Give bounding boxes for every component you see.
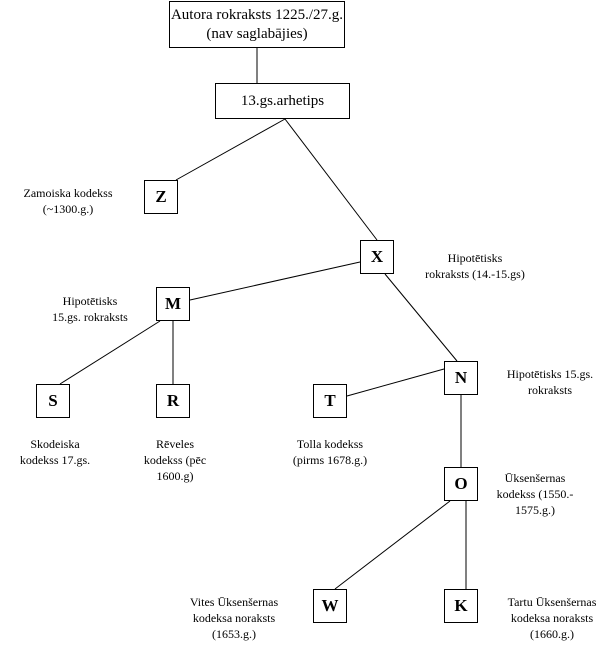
label-z-line-1: Zamoiska kodekss (23, 186, 113, 200)
label-n-line-1: Hipotētisks 15.gs. (506, 367, 594, 381)
label-o-line-3: 1575.g.) (515, 503, 555, 517)
root-line-2: (nav saglabājies) (206, 25, 308, 42)
label-w-line-3: (1653.g.) (212, 627, 256, 641)
label-s-line-1: Skodeiska (30, 437, 80, 451)
edge-archetype-z (175, 118, 286, 181)
label-k-line-3: (1660.g.) (530, 627, 574, 641)
label-m-line-2: 15.gs. rokraksts (52, 310, 128, 324)
label-r: Rēveles kodekss (pēc 1600.g) (130, 436, 220, 484)
label-t-line-1: Tolla kodekss (296, 437, 364, 451)
node-m: M (156, 287, 190, 321)
label-n-line-2: rokraksts (528, 383, 572, 397)
edge-x-n (384, 273, 458, 362)
node-root-autograph: Autora rokraksts 1225./27.g. (nav saglab… (169, 1, 345, 48)
node-n: N (444, 361, 478, 395)
node-z: Z (144, 180, 178, 214)
label-z-line-2: (~1300.g.) (42, 202, 94, 216)
edge-o-w (334, 500, 451, 590)
label-t: Tolla kodekss (pirms 1678.g.) (270, 436, 390, 468)
label-m-line-1: Hipotētisks (62, 294, 118, 308)
edge-x-m (189, 261, 361, 301)
node-s: S (36, 384, 70, 418)
label-m: Hipotētisks 15.gs. rokraksts (30, 293, 150, 325)
label-w-line-1: Vites Ūksenšernas (189, 595, 279, 609)
root-line-1: Autora rokraksts 1225./27.g. (170, 6, 344, 23)
label-r-line-1: Rēveles (156, 437, 194, 451)
label-x-line-1: Hipotētisks (447, 251, 503, 265)
node-t: T (313, 384, 347, 418)
label-t-line-2: (pirms 1678.g.) (292, 453, 368, 467)
node-archetype: 13.gs.arhetips (215, 83, 350, 119)
edge-archetype-x (284, 118, 378, 241)
edge-m-s (59, 320, 161, 385)
label-x: Hipotētisks rokraksts (14.-15.gs) (410, 250, 540, 282)
label-w: Vites Ūksenšernas kodeksa noraksts (1653.g… (170, 594, 298, 642)
edge-n-t (346, 368, 445, 397)
label-r-line-2: kodekss (pēc (143, 453, 207, 467)
label-s-line-2: kodekss 17.gs. (19, 453, 91, 467)
node-o: O (444, 467, 478, 501)
label-o-line-1: Ūksenšernas (504, 471, 566, 485)
label-x-line-2: rokraksts (14.-15.gs) (425, 267, 525, 281)
label-z: Zamoiska kodekss (~1300.g.) (8, 185, 128, 217)
node-x: X (360, 240, 394, 274)
label-k-line-2: kodeksa noraksts (510, 611, 594, 625)
node-k: K (444, 589, 478, 623)
label-o-line-2: kodekss (1550.- (496, 487, 574, 501)
label-s: Skodeiska kodekss 17.gs. (10, 436, 100, 468)
label-k-line-1: Tartu Ūksenšernas (507, 595, 597, 609)
label-r-line-3: 1600.g) (156, 469, 194, 483)
label-n: Hipotētisks 15.gs. rokraksts (490, 366, 610, 398)
label-w-line-2: kodeksa noraksts (192, 611, 276, 625)
label-o: Ūksenšernas kodekss (1550.- 1575.g.) (495, 470, 575, 518)
node-r: R (156, 384, 190, 418)
node-w: W (313, 589, 347, 623)
label-k: Tartu Ūksenšernas kodeksa noraksts (1660.g… (490, 594, 614, 642)
